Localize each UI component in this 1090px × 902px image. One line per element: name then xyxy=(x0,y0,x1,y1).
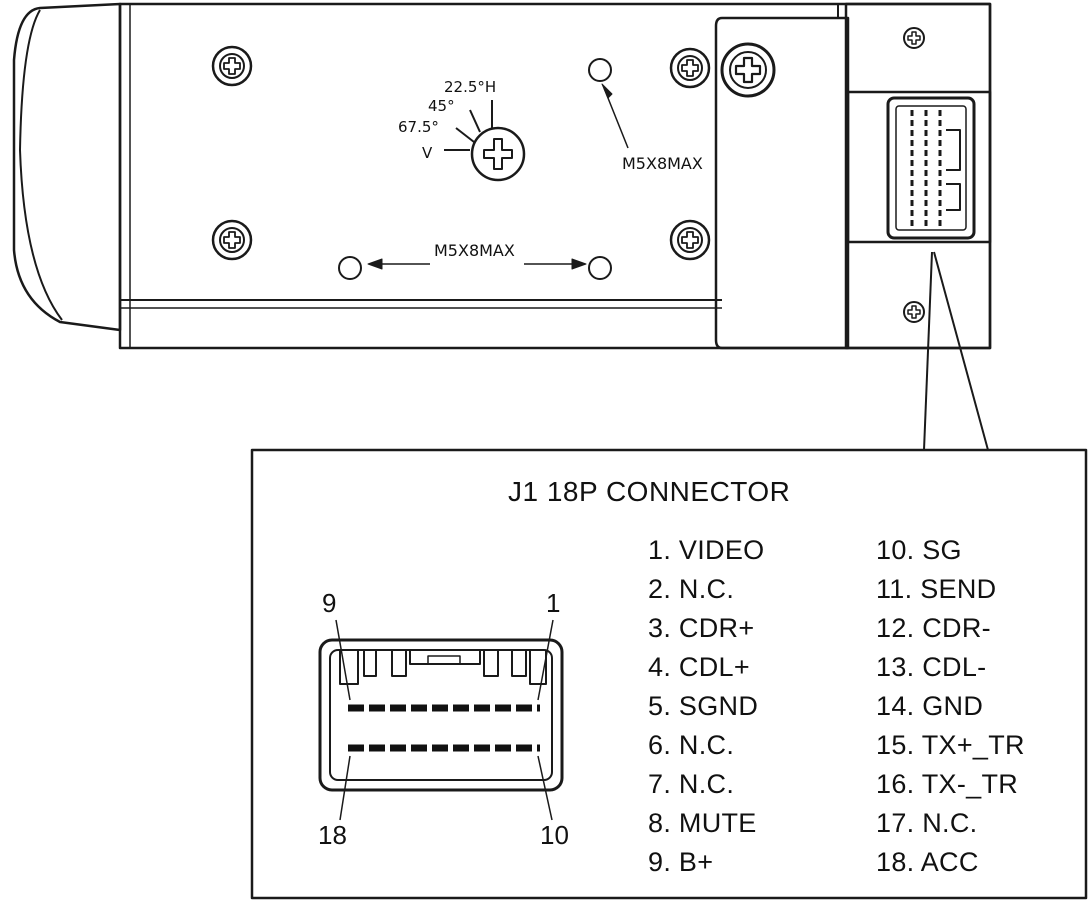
connector-detail-box xyxy=(250,448,1088,900)
angle-adjust-screw xyxy=(470,126,526,182)
pin-label: 16. TX-_TR xyxy=(876,769,1019,799)
pin-label: 15. TX+_TR xyxy=(876,730,1025,760)
screw-bottom-left xyxy=(211,219,253,261)
mount-hole-right xyxy=(588,256,612,280)
rear-connector-block xyxy=(846,90,992,244)
rear-panel xyxy=(714,16,850,350)
screw-spec-label-bottom: M5X8MAX xyxy=(434,241,515,260)
pin-label: 11. SEND xyxy=(876,574,997,604)
pin-label: 18. ACC xyxy=(876,847,979,877)
lens-hood xyxy=(12,2,122,332)
angle-ticks xyxy=(444,100,493,151)
corner-pin-1: 1 xyxy=(546,588,561,618)
angle-label-22-5h: 22.5°H xyxy=(444,78,497,96)
pin-label: 5. SGND xyxy=(648,691,759,721)
pin-label: 12. CDR- xyxy=(876,613,991,643)
pin-label: 17. N.C. xyxy=(876,808,978,838)
angle-label-45: 45° xyxy=(428,97,455,115)
screw-top-mid xyxy=(669,47,711,89)
mount-hole-top xyxy=(588,58,612,82)
screw-rear-bottom xyxy=(903,301,925,323)
corner-pin-10: 10 xyxy=(540,820,569,850)
angle-label-67-5: 67.5° xyxy=(398,118,439,136)
pin-label: 9. B+ xyxy=(648,847,714,877)
pin-label: 8. MUTE xyxy=(648,808,757,838)
pin-label: 1. VIDEO xyxy=(648,535,765,565)
corner-pin-9: 9 xyxy=(322,588,337,618)
connector-drawing xyxy=(318,638,564,792)
pin-label: 14. GND xyxy=(876,691,984,721)
camera-body xyxy=(118,2,992,350)
pin-label: 6. N.C. xyxy=(648,730,735,760)
screw-spec-label-right: M5X8MAX xyxy=(622,154,703,173)
pin-label: 10. SG xyxy=(876,535,962,565)
pin-label: 4. CDL+ xyxy=(648,652,750,682)
pin-label: 7. N.C. xyxy=(648,769,735,799)
screw-rear-top xyxy=(903,27,925,49)
lens-curve xyxy=(19,9,63,321)
corner-pin-18: 18 xyxy=(318,820,347,850)
angle-label-v: V xyxy=(422,144,433,162)
pin-label: 3. CDR+ xyxy=(648,613,755,643)
connector-title: J1 18P CONNECTOR xyxy=(508,476,791,507)
pin-label: 2. N.C. xyxy=(648,574,735,604)
screw-bottom-mid xyxy=(669,219,711,261)
screw-large xyxy=(720,42,776,98)
pin-label: 13. CDL- xyxy=(876,652,987,682)
screw-top-left xyxy=(211,45,253,87)
mount-hole-left xyxy=(338,256,362,280)
